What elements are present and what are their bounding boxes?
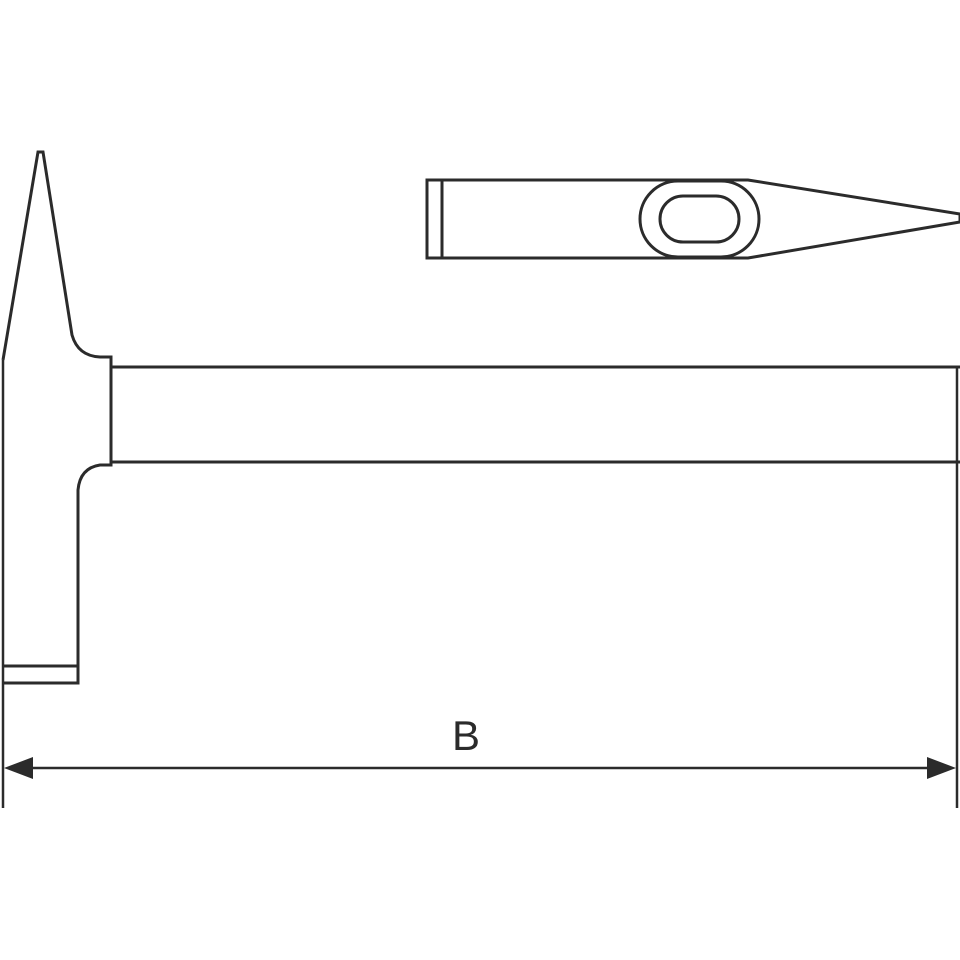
arrowhead-left [4, 757, 33, 779]
dimension-b: B [1, 360, 959, 808]
handle-outline [111, 365, 960, 464]
hammer-head-top-view [425, 178, 960, 260]
top-view-outline [425, 178, 960, 260]
hammer-handle-side-view [111, 365, 960, 464]
dimension-label: B [452, 712, 480, 759]
hammer-head-outline [1, 150, 113, 685]
eye-inner [658, 194, 741, 244]
arrowhead-right [927, 757, 956, 779]
eye-outer [638, 179, 761, 259]
hammer-head-side-view [1, 150, 113, 685]
